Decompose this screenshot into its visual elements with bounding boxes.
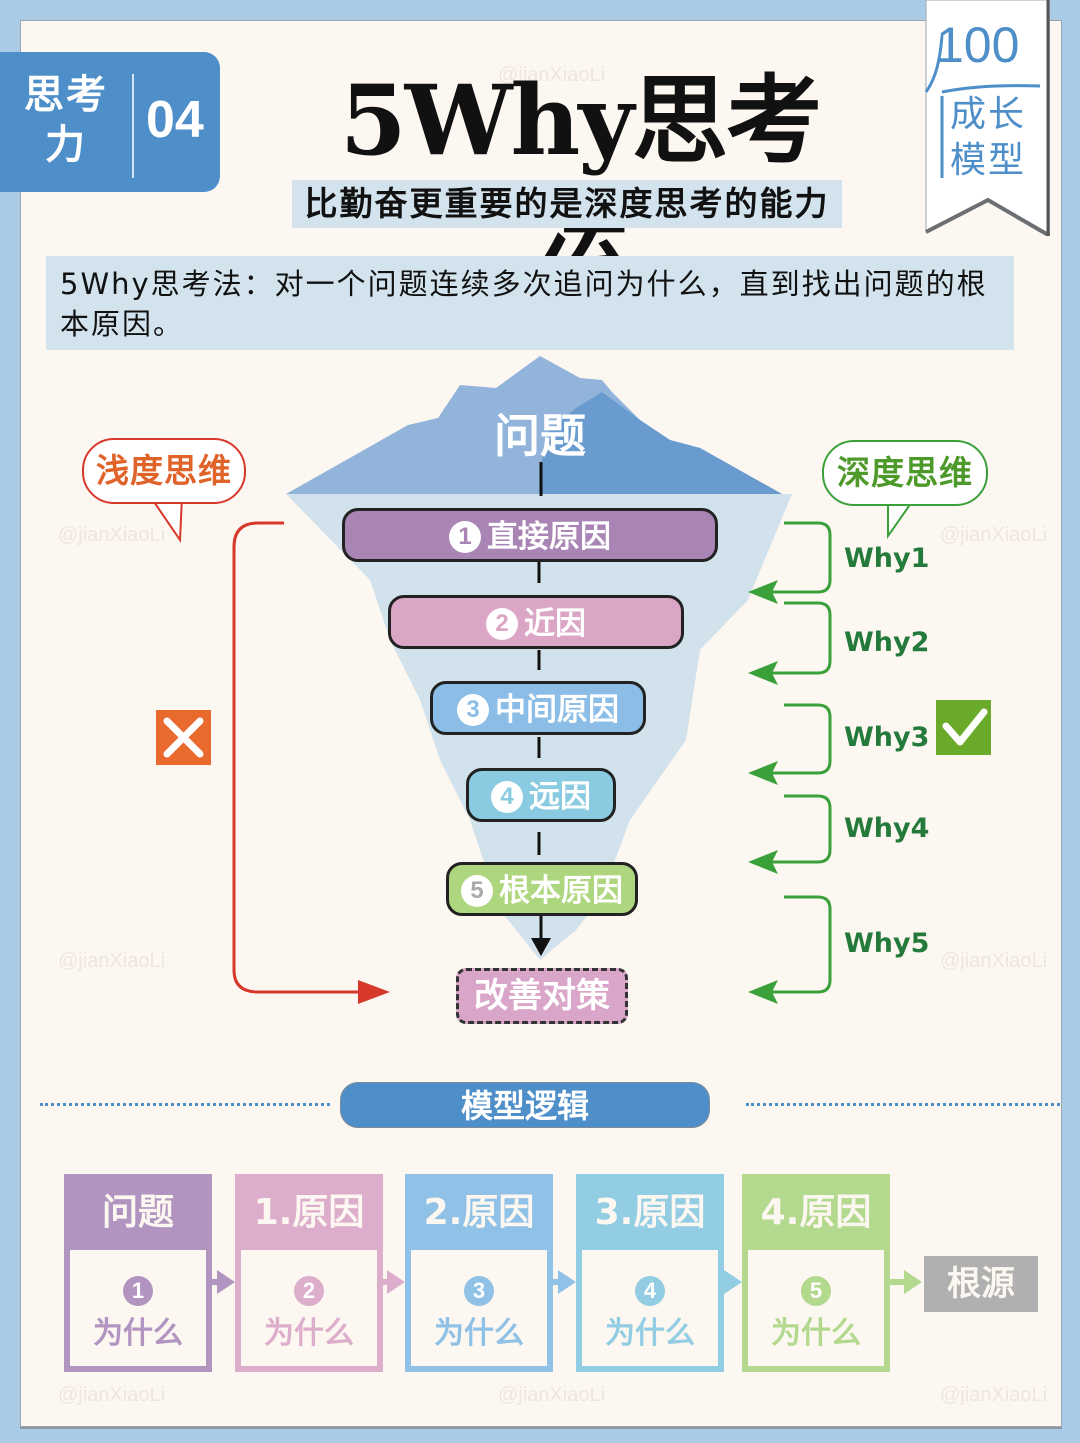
why-arrow-head — [748, 661, 778, 685]
step-body: 3 为什么 — [405, 1276, 553, 1352]
flow-arrow-head — [387, 1270, 405, 1294]
model-logic-title: 模型逻辑 — [340, 1082, 710, 1128]
watermark: @jianXiaoLi — [58, 950, 166, 972]
shallow-thinking-bubble: 浅度思维 — [82, 438, 246, 504]
step-head: 3.原因 — [576, 1174, 724, 1250]
step-body: 1 为什么 — [64, 1276, 212, 1352]
step-question: 为什么 — [93, 1316, 183, 1351]
why-bracket-2 — [770, 601, 832, 675]
flow-arrow-head — [558, 1270, 576, 1294]
step-number: 3 — [464, 1276, 494, 1306]
why-arrow-head — [748, 580, 778, 604]
level-number: 1 — [449, 521, 481, 553]
watermark: @jianXiaoLi — [58, 524, 166, 546]
why-bracket-1 — [770, 521, 832, 594]
step-question: 为什么 — [264, 1316, 354, 1351]
watermark: @jianXiaoLi — [498, 64, 606, 86]
series-badge: 思考力 04 — [0, 52, 220, 192]
watermark: @jianXiaoLi — [940, 1384, 1048, 1406]
why-label-1: Why1 — [844, 543, 930, 574]
badge-divider — [132, 74, 134, 178]
x-icon — [156, 710, 211, 765]
iceberg-problem-label: 问题 — [494, 409, 586, 463]
step-question: 为什么 — [771, 1316, 861, 1351]
step-question: 为什么 — [434, 1316, 524, 1351]
level-label: 近因 — [524, 606, 586, 642]
bookmark-ribbon: 100 成长模型 — [922, 0, 1050, 236]
logic-step-5: 4.原因 5 为什么 — [742, 1174, 890, 1372]
step-frame — [742, 1174, 890, 1372]
step-number: 2 — [294, 1276, 324, 1306]
level-label: 根本原因 — [499, 873, 623, 909]
step-number: 4 — [635, 1276, 665, 1306]
root-source-box: 根源 — [924, 1256, 1038, 1312]
step-frame — [405, 1174, 553, 1372]
step-question: 为什么 — [605, 1316, 695, 1351]
why-arrow-head — [748, 761, 778, 785]
flow-arrow-head — [217, 1270, 235, 1294]
page-title: 5Why思考法 — [339, 64, 822, 287]
step-head: 4.原因 — [742, 1174, 890, 1250]
why-label-3: Why3 — [844, 722, 930, 753]
bookmark-label: 成长模型 — [949, 94, 1026, 181]
series-number: 04 — [146, 91, 204, 149]
why-bracket-3 — [770, 703, 832, 775]
level-label: 远因 — [529, 779, 591, 815]
level-label: 直接原因 — [487, 519, 611, 555]
step-frame — [576, 1174, 724, 1372]
why-bracket-5 — [770, 895, 832, 994]
definition-box: 5Why思考法：对一个问题连续多次追问为什么，直到找出问题的根本原因。 — [46, 256, 1014, 350]
level-number: 4 — [491, 781, 523, 813]
why-arrow-head — [748, 980, 778, 1004]
step-body: 2 为什么 — [235, 1276, 383, 1352]
logic-step-3: 2.原因 3 为什么 — [405, 1174, 553, 1372]
improvement-measures-box: 改善对策 — [456, 968, 628, 1024]
logic-step-4: 3.原因 4 为什么 — [576, 1174, 724, 1372]
why-label-2: Why2 — [844, 627, 930, 658]
watermark: @jianXiaoLi — [58, 1384, 166, 1406]
page-subtitle: 比勤奋更重要的是深度思考的能力 — [292, 180, 842, 228]
step-head: 2.原因 — [405, 1174, 553, 1250]
dotted-divider-right — [746, 1103, 1060, 1109]
check-icon — [936, 700, 991, 755]
step-number: 1 — [123, 1276, 153, 1306]
shallow-path — [232, 521, 366, 994]
deep-thinking-bubble: 深度思维 — [822, 440, 988, 506]
level-number: 3 — [457, 694, 489, 726]
why-arrow-head — [748, 850, 778, 874]
shallow-arrow-head — [358, 980, 390, 1004]
iceberg-top-shade — [540, 392, 782, 494]
flow-arrow-head — [724, 1270, 742, 1294]
flow-arrow-head — [904, 1270, 922, 1294]
why-label-4: Why4 — [844, 813, 930, 844]
ribbon-shape — [924, 0, 1050, 236]
series-category: 思考力 — [24, 72, 108, 168]
watermark: @jianXiaoLi — [498, 1384, 606, 1406]
dotted-divider-left — [40, 1103, 330, 1109]
step-body: 5 为什么 — [742, 1276, 890, 1352]
step-head: 问题 — [64, 1174, 212, 1250]
step-frame — [64, 1174, 212, 1372]
why-bracket-4 — [770, 794, 832, 864]
level-number: 5 — [461, 875, 493, 907]
level-number: 2 — [486, 608, 518, 640]
step-body: 4 为什么 — [576, 1276, 724, 1352]
step-head: 1.原因 — [235, 1174, 383, 1250]
bookmark-number: 100 — [936, 17, 1020, 73]
arrow-head — [531, 938, 551, 956]
step-frame — [235, 1174, 383, 1372]
logic-step-2: 1.原因 2 为什么 — [235, 1174, 383, 1372]
watermark: @jianXiaoLi — [940, 950, 1048, 972]
step-number: 5 — [801, 1276, 831, 1306]
level-label: 中间原因 — [495, 692, 619, 728]
watermark: @jianXiaoLi — [940, 524, 1048, 546]
logic-step-1: 问题 1 为什么 — [64, 1174, 212, 1372]
why-label-5: Why5 — [844, 928, 930, 959]
